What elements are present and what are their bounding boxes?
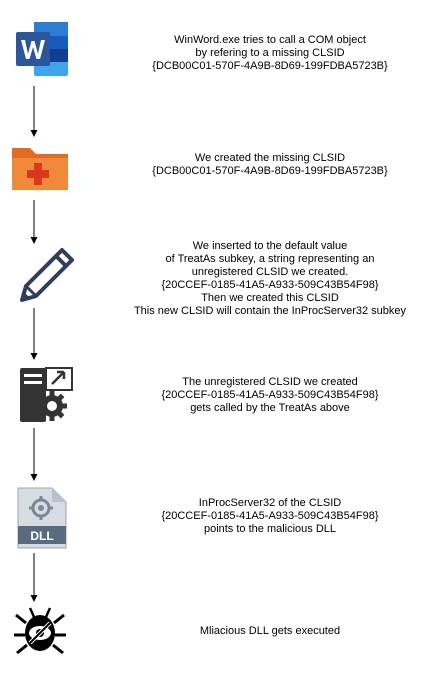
step-2-text: We created the missing CLSID {DCB00C01-5… bbox=[120, 152, 420, 178]
arrowhead-1 bbox=[30, 130, 38, 137]
step-3-line-1: We inserted to the default value bbox=[192, 240, 348, 252]
step-5-text: InProcServer32 of the CLSID {20CCEF-0185… bbox=[120, 497, 420, 536]
step-5-line-1: InProcServer32 of the CLSID bbox=[198, 497, 342, 509]
folder-plus-icon bbox=[8, 140, 72, 196]
server-gear-icon bbox=[14, 364, 78, 426]
step-6-text: Mliacious DLL gets executed bbox=[120, 625, 420, 638]
step-4-line-1: The unregistered CLSID we created bbox=[182, 376, 358, 388]
dll-label: DLL bbox=[30, 529, 53, 543]
dll-file-icon: DLL bbox=[14, 486, 70, 550]
step-1-line-1: WinWord.exe tries to call a COM object bbox=[174, 34, 366, 46]
step-2-line-2: {DCB00C01-570F-4A9B-8D69-199FDBA5723B} bbox=[152, 165, 388, 177]
word-document-icon bbox=[14, 18, 70, 80]
step-3-line-3: unregistered CLSID we created. bbox=[191, 266, 349, 278]
step-3-line-2: of TreatAs subkey, a string representing… bbox=[165, 253, 375, 265]
step-3-line-5: Then we created this CLSID bbox=[201, 292, 339, 304]
step-2-line-1: We created the missing CLSID bbox=[194, 152, 346, 164]
step-4-text: The unregistered CLSID we created {20CCE… bbox=[120, 376, 420, 415]
step-1-line-3: {DCB00C01-570F-4A9B-8D69-199FDBA5723B} bbox=[152, 60, 388, 72]
arrowhead-5 bbox=[30, 595, 38, 602]
step-3-line-4: {20CCEF-0185-41A5-A933-509C43B54F98} bbox=[161, 279, 379, 291]
pencil-edit-icon bbox=[18, 246, 76, 304]
step-4-line-3: gets called by the TreatAs above bbox=[190, 402, 350, 414]
bug-eye-icon bbox=[12, 605, 68, 657]
arrowhead-2 bbox=[30, 237, 38, 244]
step-1-line-2: by refering to a missing CLSID bbox=[195, 47, 345, 59]
arrowhead-4 bbox=[30, 474, 38, 481]
step-6-line-1: Mliacious DLL gets executed bbox=[199, 625, 341, 637]
step-3-line-6: This new CLSID will contain the InProcSe… bbox=[133, 305, 407, 317]
step-3-text: We inserted to the default value of Trea… bbox=[110, 240, 430, 318]
step-5-line-3: points to the malicious DLL bbox=[203, 523, 337, 535]
step-1-text: WinWord.exe tries to call a COM object b… bbox=[120, 34, 420, 73]
arrowhead-3 bbox=[30, 353, 38, 360]
step-5-line-2: {20CCEF-0185-41A5-A933-509C43B54F98} bbox=[161, 510, 379, 522]
step-4-line-2: {20CCEF-0185-41A5-A933-509C43B54F98} bbox=[161, 389, 379, 401]
